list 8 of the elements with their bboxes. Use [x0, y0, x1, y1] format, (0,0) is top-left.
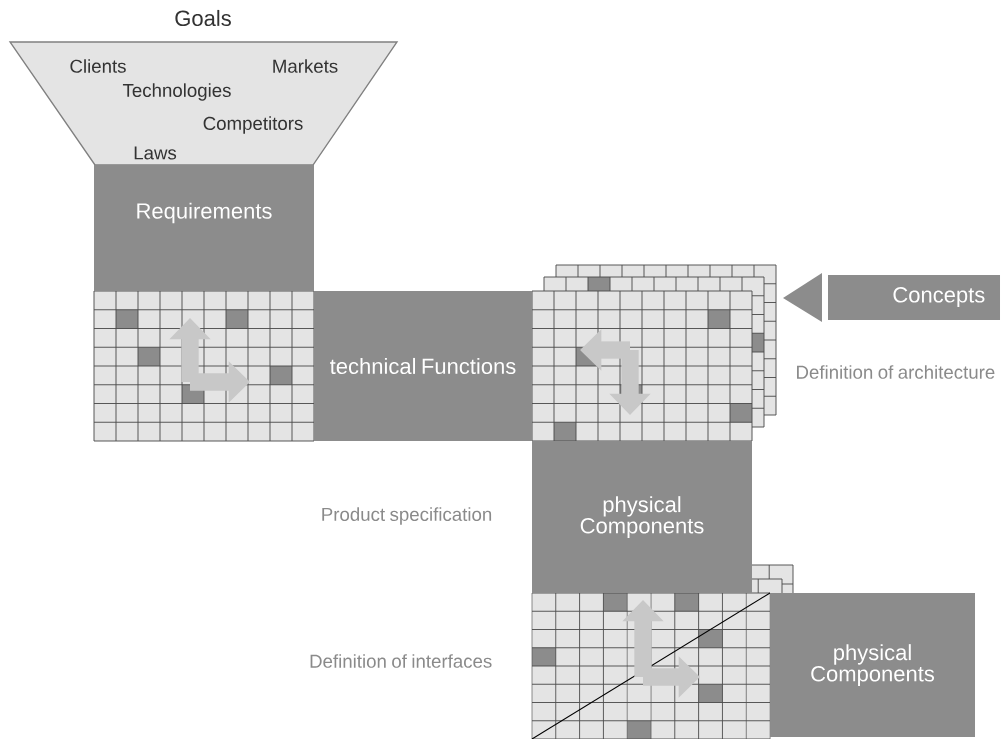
process-box: physical Components	[770, 593, 975, 737]
process-box: physical Components	[532, 441, 752, 593]
annotation: Definition of interfaces	[310, 654, 492, 668]
requirements-box: Requirements	[94, 165, 314, 291]
node-label: Goals	[175, 9, 231, 27]
process-box: technical Functions	[314, 291, 532, 441]
annotation: Product specification	[322, 507, 492, 525]
annotation: Definition of architecture	[797, 365, 995, 379]
